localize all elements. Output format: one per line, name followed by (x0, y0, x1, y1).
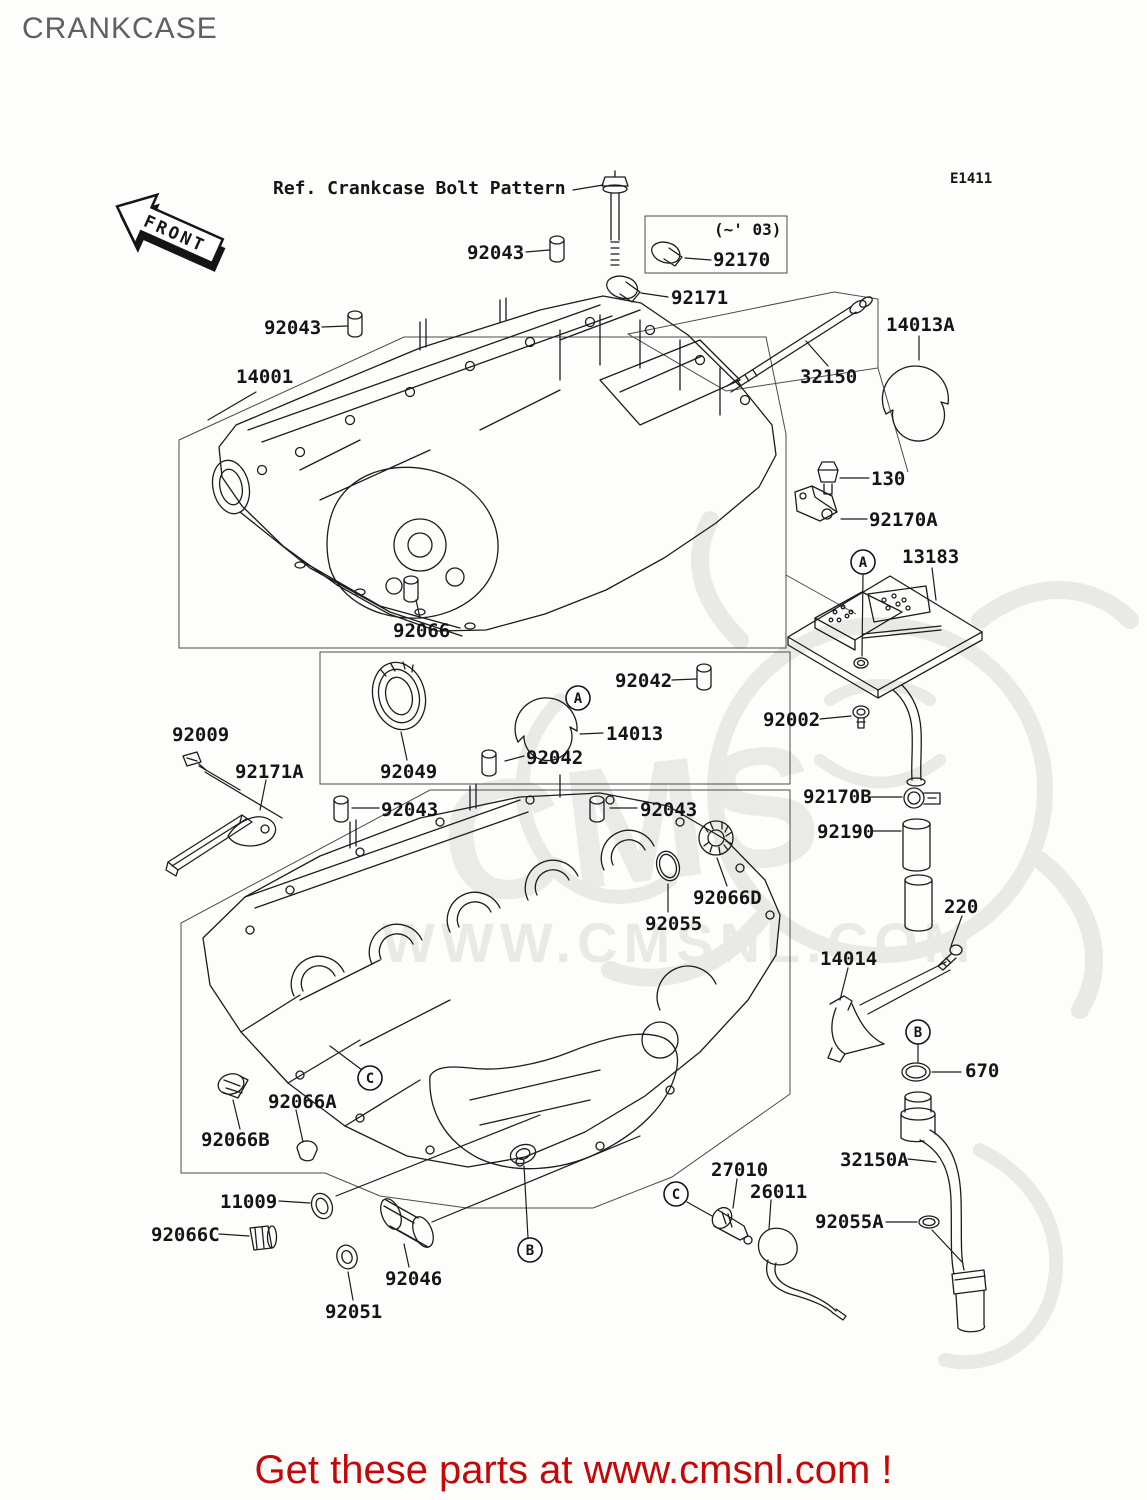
marker-a-seal: A (565, 685, 591, 711)
part-label-14001: 14001 (236, 366, 294, 388)
part-label-27010: 27010 (711, 1159, 769, 1181)
part-label-92066d: 92066D (693, 887, 762, 909)
marker-a-letter: A (574, 691, 583, 707)
cms-watermark-graphic: CMS WWW.CMSNL.COM (382, 511, 1139, 1370)
leader-lines (207, 184, 963, 1301)
part-label-92170b: 92170B (803, 786, 872, 808)
part-label-92049: 92049 (380, 761, 438, 783)
part-label-92042-1: 92042 (615, 670, 673, 692)
marker-a-plate: A (850, 549, 876, 575)
part-label-92055a: 92055A (815, 1211, 884, 1233)
part-label-92066: 92066 (393, 620, 451, 642)
ref-note: Ref. Crankcase Bolt Pattern (273, 178, 566, 199)
watermark-brand-text: CMS (431, 707, 829, 942)
part-label-92009: 92009 (172, 724, 230, 746)
marker-b-case: B (517, 1237, 543, 1263)
upper-crankcase-drawing (211, 295, 777, 637)
part-label-92055: 92055 (645, 913, 703, 935)
lower-crankcase-drawing (202, 774, 781, 1170)
part-label-32150a: 32150A (840, 1149, 909, 1171)
part-label-92066c: 92066C (151, 1224, 220, 1246)
marker-c-letter: C (366, 1071, 374, 1087)
part-label-11009: 11009 (220, 1191, 278, 1213)
footer-promo-text: Get these parts at www.cmsnl.com ! (254, 1448, 893, 1492)
part-label-220: 220 (944, 896, 979, 918)
page-title: CRANKCASE (22, 12, 218, 45)
part-label-92043-1: 92043 (467, 242, 525, 264)
diagram-code: E1411 (950, 171, 993, 187)
part-label-92171a: 92171A (235, 761, 304, 783)
part-label-130: 130 (871, 468, 906, 490)
part-label-14014: 14014 (820, 948, 878, 970)
watermark-url-text: WWW.CMSNL.COM (382, 911, 976, 974)
marker-b-letter: B (526, 1243, 534, 1259)
part-label-670: 670 (965, 1060, 1000, 1082)
part-label-14013: 14013 (606, 723, 664, 745)
part-label-14013a: 14013A (886, 314, 955, 336)
marker-c-case: C (357, 1065, 383, 1091)
part-label-92170: 92170 (713, 249, 771, 271)
marker-b-oring: B (905, 1019, 931, 1045)
part-label-92066b: 92066B (201, 1129, 270, 1151)
part-label-92042-2: 92042 (526, 747, 584, 769)
part-label-92170a: 92170A (869, 509, 938, 531)
part-label-92066a: 92066A (268, 1091, 337, 1113)
small-part-drawings (165, 170, 987, 1333)
front-arrow: FRONT (115, 192, 226, 272)
part-label-92002: 92002 (763, 709, 821, 731)
marker-b-letter: B (914, 1025, 922, 1041)
part-label-92043-2: 92043 (264, 317, 322, 339)
variant-note: (~' 03) (714, 220, 782, 239)
part-label-92171: 92171 (671, 287, 729, 309)
part-label-32150: 32150 (800, 366, 858, 388)
marker-a-letter: A (859, 555, 868, 571)
part-label-92051: 92051 (325, 1301, 383, 1323)
part-label-92043-4: 92043 (640, 799, 698, 821)
marker-c-switch: C (663, 1181, 689, 1207)
part-label-92046: 92046 (385, 1268, 443, 1290)
part-label-26011: 26011 (750, 1181, 808, 1203)
part-label-13183: 13183 (902, 546, 960, 568)
marker-c-letter: C (672, 1187, 680, 1203)
part-label-92190: 92190 (817, 821, 875, 843)
part-label-92043-3: 92043 (381, 799, 439, 821)
